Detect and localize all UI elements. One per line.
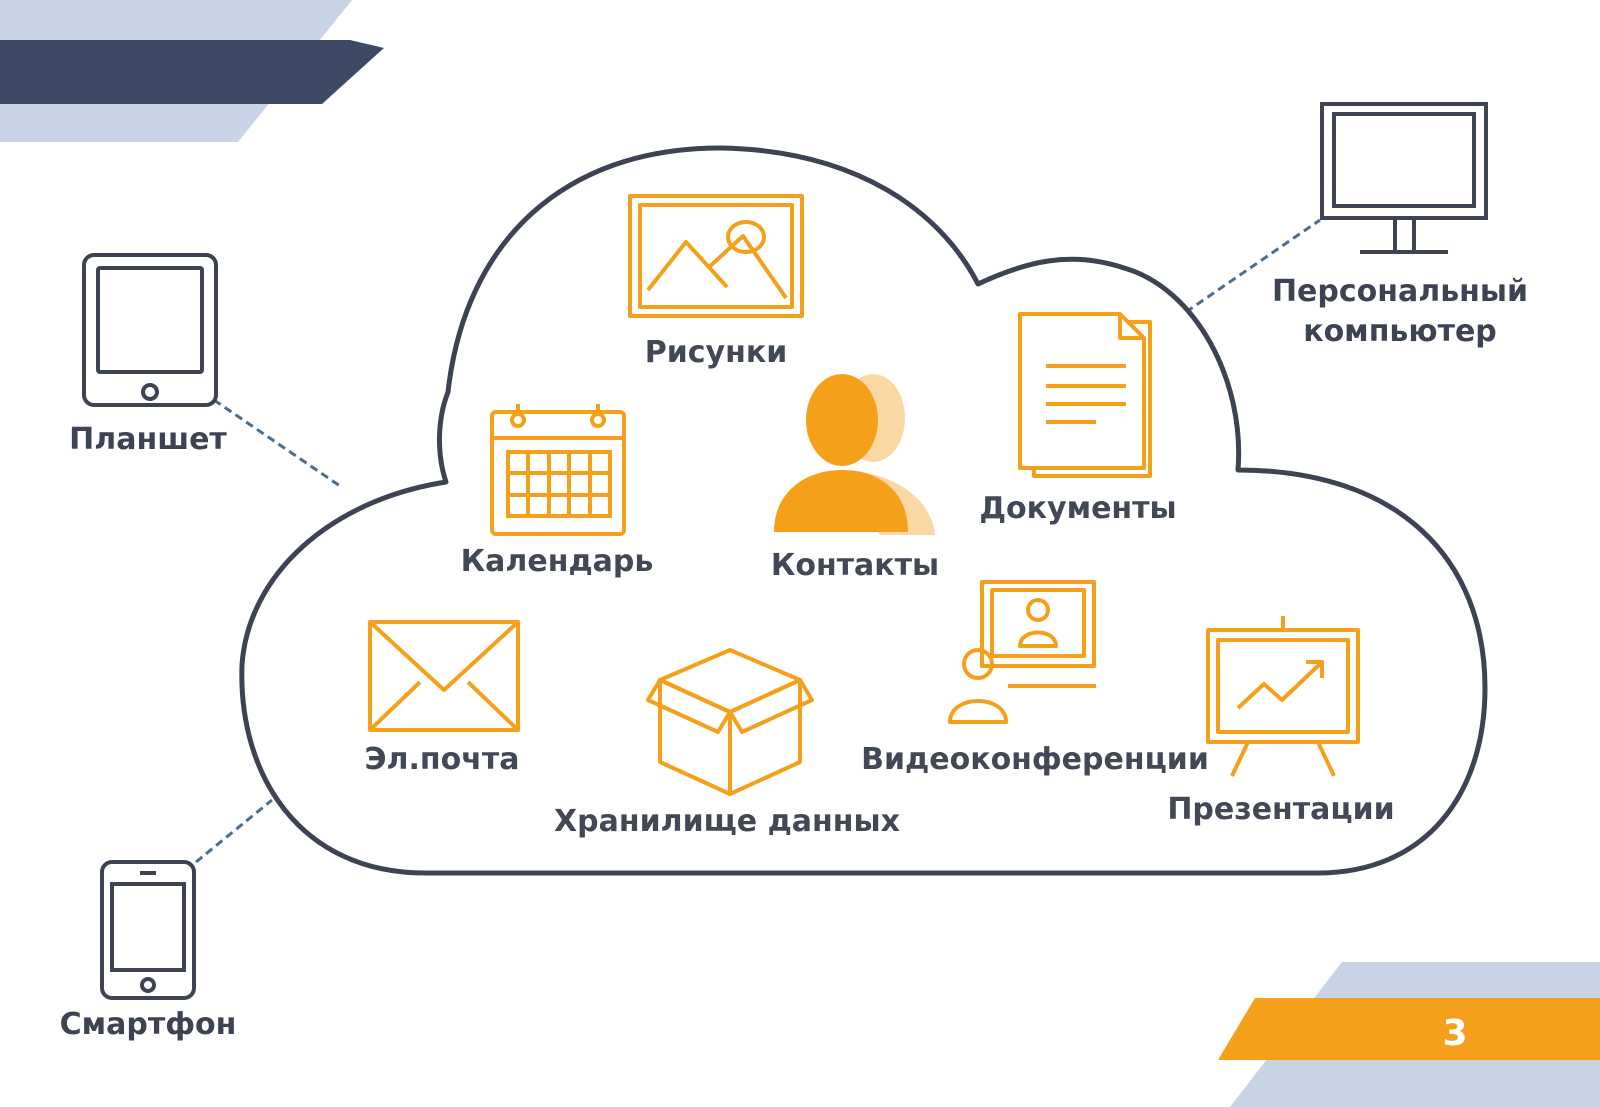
- bottom-right-banner: [1218, 962, 1600, 1107]
- video-label: Видеоконференции: [861, 742, 1209, 777]
- email-label: Эл.почта: [364, 742, 520, 777]
- connector-pc: [1185, 218, 1321, 314]
- tablet-icon: [82, 253, 218, 407]
- pc-label-line1: Персональный: [1271, 274, 1529, 309]
- pictures-label: Рисунки: [644, 335, 788, 370]
- smartphone-label: Смартфон: [59, 1007, 237, 1042]
- connector-smartphone: [195, 798, 273, 864]
- video-conference-icon: [948, 580, 1096, 724]
- connector-tablet: [213, 398, 341, 488]
- envelope-icon: [368, 620, 520, 732]
- contacts-icon: [774, 374, 935, 535]
- connectors: [195, 218, 1321, 864]
- box-icon: [646, 648, 814, 796]
- calendar-icon: [490, 404, 626, 536]
- documents-icon: [1018, 312, 1152, 478]
- documents-label: Документы: [979, 491, 1177, 526]
- storage-label: Хранилище данных: [554, 804, 900, 839]
- tablet-label: Планшет: [69, 422, 227, 457]
- picture-icon: [628, 194, 804, 318]
- presentations-label: Презентации: [1167, 792, 1395, 827]
- pc-label-line2: компьютер: [1303, 314, 1497, 349]
- top-left-banner: [0, 0, 384, 142]
- contacts-label: Контакты: [770, 548, 940, 583]
- monitor-icon: [1320, 102, 1488, 254]
- calendar-label: Календарь: [460, 544, 654, 579]
- page-number: 3: [1442, 1013, 1468, 1054]
- presentation-icon: [1206, 616, 1360, 777]
- smartphone-icon: [100, 860, 196, 1000]
